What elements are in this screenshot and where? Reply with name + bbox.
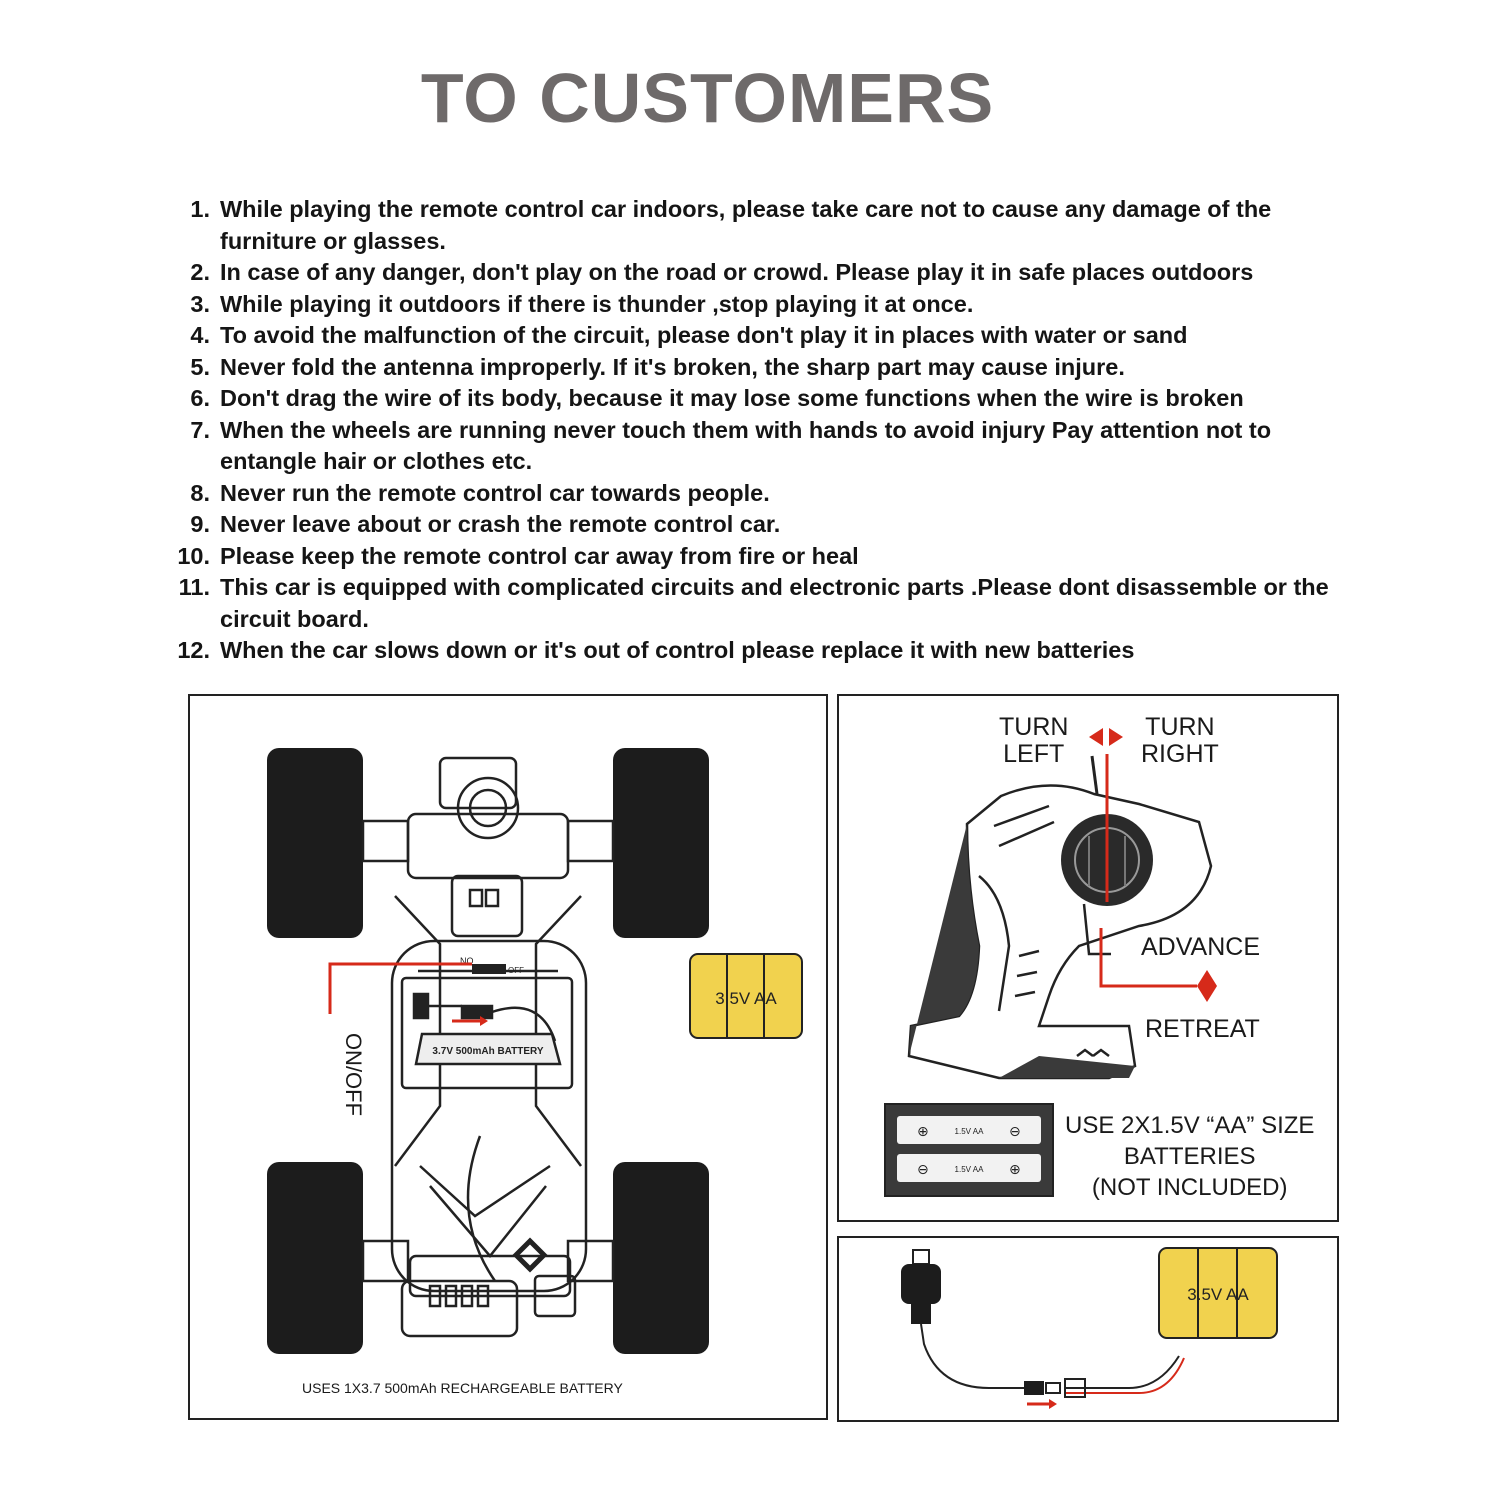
page-title: TO CUSTOMERS [420,59,995,137]
on-off-pointer-line [328,962,472,1014]
rule-number: 5. [190,353,210,380]
rule-text: While playing it outdoors if there is th… [220,290,974,317]
rule-text: In case of any danger, don't play on the… [220,259,1254,285]
rule-number: 1. [190,196,210,222]
rule-text: Never run the remote control car towards… [220,479,770,506]
rule-item: 6. Don't drag the wire of its body, becau… [160,383,1360,415]
svg-text:⊕: ⊕ [1009,1162,1021,1178]
car-chassis-panel: NO OFF 3.7V 500mAh BATTERY 3.5V AA ON/OF… [188,694,828,1420]
rule-item: 9. Never leave about or crash the remote … [160,509,1360,541]
rule-number: 6. [190,385,210,411]
rule-item: 3. While playing it outdoors if there is … [160,289,1360,321]
rule-item: 7. When the wheels are running never touc… [160,415,1360,478]
usb-tip [912,1249,930,1265]
rule-item: 11. This car is equipped with complicated… [160,572,1360,635]
rule-text: To avoid the malfunction of the circuit,… [220,322,1188,348]
advance-arrow [1197,970,1217,986]
battery-pack-yellow [689,953,803,1039]
rule-text: Never fold the antenna improperly. If it… [220,353,1125,380]
front-right-tire [613,748,709,938]
connector-male [1024,1381,1044,1395]
turn-right-arrow [1109,728,1123,746]
rule-text: Never leave about or crash the remote co… [220,511,781,537]
turn-left-arrow [1089,728,1103,746]
remote-control-diagram: ⊕ ⊖ ⊖ ⊕ 1.5V AA 1.5V AA [884,728,1217,1197]
rule-item: 10. Please keep the remote control car aw… [160,541,1360,573]
rear-right-tire [613,1162,709,1354]
trigger-pointer-line [1099,928,1197,988]
car-chassis-diagram: NO OFF 3.7V 500mAh BATTERY 3.5V AA [267,748,803,1354]
battery-label: 3.7V 500mAh BATTERY [432,1046,543,1057]
retreat-arrow [1197,986,1217,1002]
safety-rules-list: 1. While playing the remote control car i… [160,194,1360,667]
svg-text:⊕: ⊕ [917,1124,929,1140]
charger-battery-pack [1158,1247,1278,1339]
rule-item: 1. While playing the remote control car i… [160,194,1360,257]
charger-battery-label: 3.5V AA [1187,1285,1249,1304]
svg-text:⊖: ⊖ [1009,1124,1021,1140]
rule-number: 4. [190,322,210,348]
rule-text: When the car slows down or it's out of c… [220,637,1135,663]
car-battery-caption: USES 1X3.7 500mAh RECHARGEABLE BATTERY [302,1380,623,1396]
advance-label: ADVANCE [1141,933,1261,961]
usb-plug [901,1264,941,1304]
retreat-label: RETREAT [1145,1015,1260,1043]
rule-number: 8. [190,479,210,506]
rule-number: 12. [177,637,210,663]
rule-item: 5. Never fold the antenna improperly. If … [160,352,1360,384]
rule-text: This car is equipped with complicated ci… [220,574,1329,632]
rule-text: Please keep the remote control car away … [220,542,859,569]
charger-diagram: 3.5V AA [901,1247,1278,1409]
rule-number: 11. [178,574,210,600]
rule-item: 2. In case of any danger, don't play on t… [160,257,1360,289]
rule-number: 7. [190,416,210,443]
rule-text: When the wheels are running never touch … [220,416,1272,475]
on-off-label: ON/OFF [341,1032,367,1117]
rule-item: 12. When the car slows down or it's out o… [160,635,1360,667]
svg-text:⊖: ⊖ [917,1162,929,1178]
rule-item: 4. To avoid the malfunction of the circui… [160,320,1360,352]
cell-label-1: 1.5V AA [955,1127,985,1136]
rear-left-tire [267,1162,363,1354]
battery-pack-label: 3.5V AA [715,989,777,1008]
rule-number: 10. [177,542,210,569]
cell-label-2: 1.5V AA [955,1165,985,1174]
switch-off-label: OFF [508,966,524,975]
switch-on-label: NO [460,956,474,966]
front-left-tire [267,748,363,938]
rule-number: 3. [190,290,210,317]
charger-panel: 3.5V AA [837,1236,1339,1422]
rule-text: While playing the remote control car ind… [220,196,1272,254]
rule-number: 9. [190,511,210,537]
battery-note: USE 2X1.5V “AA” SIZE BATTERIES (NOT INCL… [1065,1112,1315,1201]
rule-text: Don't drag the wire of its body, because… [220,385,1244,411]
connector-female [1064,1378,1086,1398]
aa-battery-holder [884,1103,1054,1197]
rule-item: 8. Never run the remote control car towar… [160,478,1360,510]
rule-number: 2. [190,259,210,285]
